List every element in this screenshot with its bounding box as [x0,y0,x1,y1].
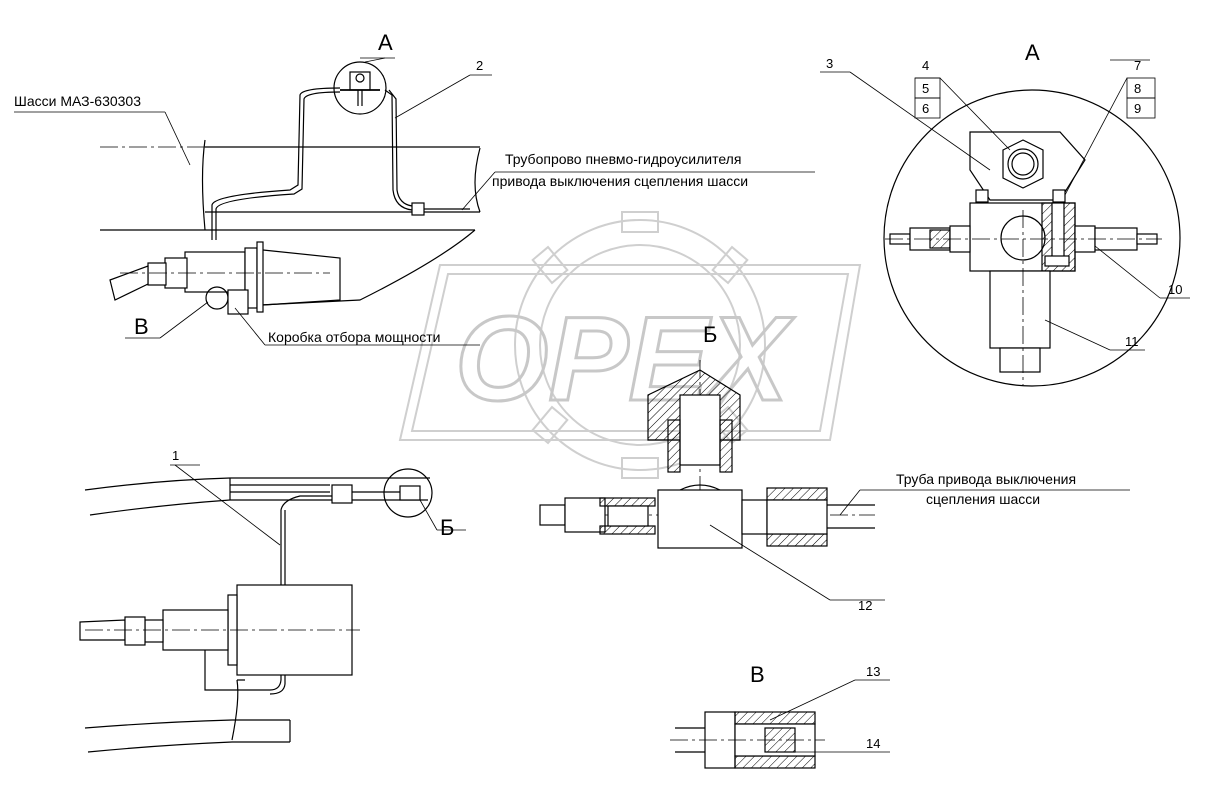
watermark-frame [398,264,862,441]
part-number-2: 2 [476,58,483,73]
part-number-10: 10 [1168,282,1182,297]
text-labels: Шасси МАЗ-630303 Трубопрово пневмо-гидро… [14,30,1182,751]
view-b-title: Б [703,322,717,347]
part-number-13: 13 [866,664,880,679]
part-number-3: 3 [826,56,833,71]
pipeline-label-line1: Трубопрово пневмо-гидроусилителя [505,151,741,167]
part-number-4: 4 [922,58,929,73]
detail-a-view [883,89,1181,387]
detail-a-callouts [820,59,1190,351]
part-number-12: 12 [858,598,872,613]
view-b-callout: Б [440,515,454,540]
view-v-callout: В [134,314,149,339]
chassis-side-view [100,61,481,315]
part-number-6: 6 [922,101,929,116]
view-a-title: А [1025,40,1040,65]
part-number-9: 9 [1134,101,1141,116]
pipeline-label-line2: привода выключения сцепления шасси [492,173,748,189]
view-a-callout: А [378,30,393,55]
leaders-upper-left [14,57,815,346]
tube-label-line2: сцепления шасси [926,491,1040,507]
watermark-text: OPEX [455,292,795,426]
chassis-label: Шасси МАЗ-630303 [14,93,141,109]
view-v-title: В [750,662,765,687]
tube-label-line1: Труба привода выключения [896,471,1076,487]
part-number-11: 11 [1125,334,1139,349]
part-number-7: 7 [1134,58,1141,73]
detail-v-view [670,679,890,769]
chassis-top-view [79,464,466,753]
pto-label: Коробка отбора мощности [268,329,440,345]
detail-b-view [539,360,1130,601]
part-number-14: 14 [866,736,880,751]
part-number-5: 5 [922,81,929,96]
part-number-1: 1 [172,448,179,463]
part-number-8: 8 [1134,81,1141,96]
